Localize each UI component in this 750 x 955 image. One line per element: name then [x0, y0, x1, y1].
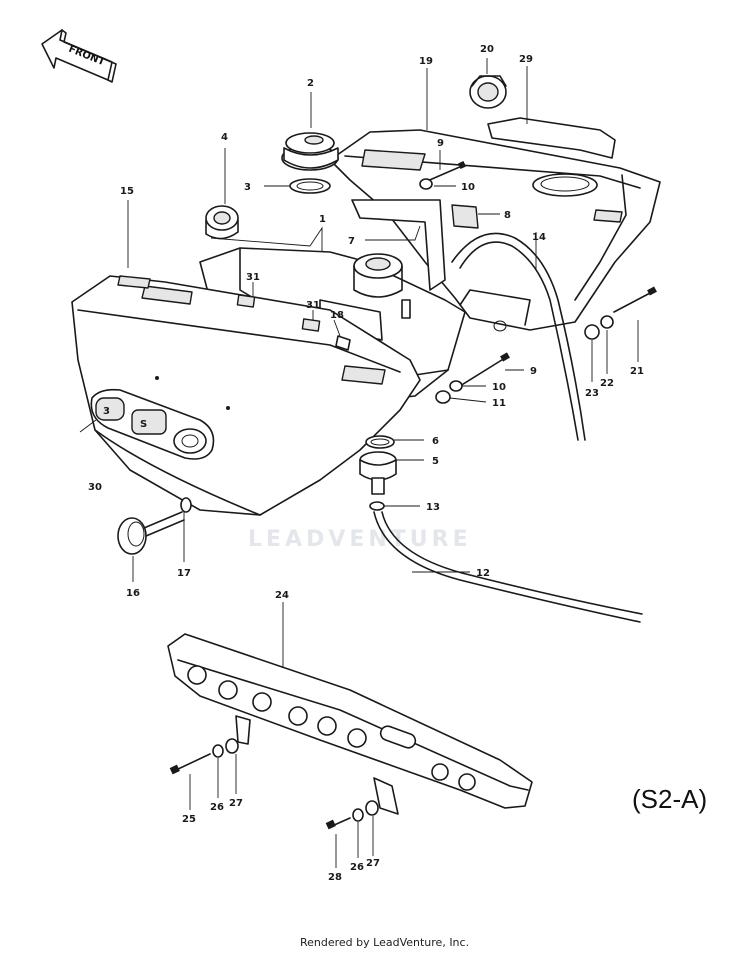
- svg-text:S: S: [140, 419, 147, 430]
- part-19-cover: [329, 129, 661, 332]
- callout-3: 3: [244, 182, 251, 193]
- callout-21: 21: [630, 366, 644, 377]
- callout-24: 24: [275, 590, 289, 601]
- callout-28: 28: [328, 872, 342, 883]
- front-arrow-icon: FRONT: [41, 29, 117, 83]
- part-12-drain-tube: [373, 511, 641, 623]
- callout-14: 14: [532, 232, 546, 243]
- watermark: LEADVENTURE: [248, 527, 472, 552]
- part-30-emblem: 3 S: [90, 388, 215, 460]
- part-13-ring: [369, 501, 385, 511]
- callout-19: 19: [419, 56, 433, 67]
- callout-11: 11: [492, 398, 506, 409]
- part-10-washer-lower: [449, 380, 463, 392]
- callout-15: 15: [120, 186, 134, 197]
- callout-29: 29: [519, 54, 533, 65]
- part-21-bolt: [613, 291, 653, 313]
- part-16-knob: [117, 511, 185, 555]
- callout-31a: 31: [246, 272, 260, 283]
- callout-13: 13: [426, 502, 440, 513]
- callout-16: 16: [126, 588, 140, 599]
- part-25-bolt: [175, 753, 211, 771]
- callout-31b: 31: [306, 300, 320, 311]
- part-31-label-b: [301, 318, 321, 332]
- part-26-washer-b: [352, 808, 364, 822]
- part-26-washer-a: [212, 744, 224, 758]
- callout-26a: 26: [210, 802, 224, 813]
- diagram-code: (S2-A): [632, 784, 707, 814]
- part-24-chain-guard: [167, 633, 533, 815]
- callout-7: 7: [348, 236, 355, 247]
- part-15-side-cover: [71, 275, 421, 516]
- callout-9a: 9: [437, 138, 444, 149]
- part-8-clamp: [451, 204, 479, 229]
- part-18-fitting: [335, 335, 351, 351]
- callout-25: 25: [182, 814, 196, 825]
- part-10-washer-upper: [419, 178, 433, 190]
- callout-9b: 9: [530, 366, 537, 377]
- part-17-washer: [180, 497, 192, 513]
- part-4-filler-neck: [205, 205, 239, 240]
- callout-23: 23: [585, 388, 599, 399]
- part-2-cap: [281, 132, 339, 171]
- part-5-drain-cap: [359, 451, 397, 495]
- part-7-bracket: [351, 199, 446, 291]
- callout-4: 4: [221, 132, 228, 143]
- callout-labels: 1 2 3 4 5 6 7 8 9 9 10 10 11 12 13 14 15…: [88, 44, 644, 883]
- callout-20: 20: [480, 44, 494, 55]
- callout-10a: 10: [461, 182, 475, 193]
- part-11-washer: [435, 390, 451, 404]
- callout-26b: 26: [350, 862, 364, 873]
- callout-5: 5: [432, 456, 439, 467]
- part-9-bolt-lower: [459, 357, 506, 387]
- callout-10b: 10: [492, 382, 506, 393]
- part-9-bolt-upper: [424, 165, 463, 183]
- part-27-washer-a: [225, 738, 239, 754]
- part-29-strip: [487, 117, 616, 159]
- callout-22: 22: [600, 378, 614, 389]
- callout-12: 12: [476, 568, 490, 579]
- svg-text:3: 3: [103, 406, 110, 417]
- callout-8: 8: [504, 210, 511, 221]
- footer-credit: Rendered by LeadVenture, Inc.: [300, 936, 469, 949]
- part-22-washer: [600, 315, 614, 329]
- callout-17: 17: [177, 568, 191, 579]
- part-20-grommet: [469, 75, 507, 109]
- callout-1: 1: [319, 214, 326, 225]
- callout-30: 30: [88, 482, 102, 493]
- callout-18: 18: [330, 310, 344, 321]
- callout-27a: 27: [229, 798, 243, 809]
- part-14-breather-tube: [451, 232, 586, 441]
- callout-6: 6: [432, 436, 439, 447]
- part-3-gasket: [289, 178, 331, 194]
- part-6-oring: [365, 435, 395, 449]
- callout-27b: 27: [366, 858, 380, 869]
- part-31-label-a: [236, 294, 256, 308]
- part-23-washer: [584, 324, 600, 340]
- part-27-washer-b: [365, 800, 379, 816]
- callout-2: 2: [307, 78, 314, 89]
- leader-lines: [79, 58, 639, 868]
